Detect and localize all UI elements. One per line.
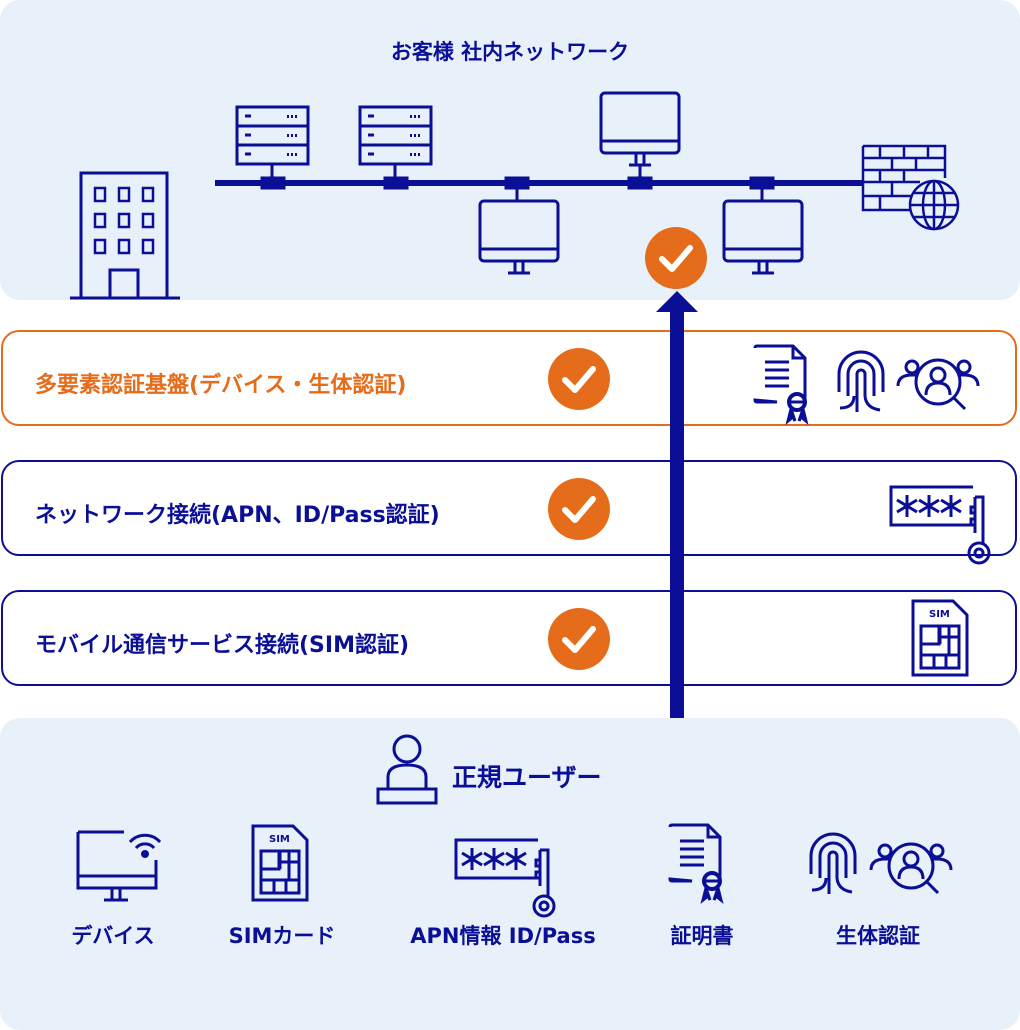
user-title: 正規ユーザー (452, 763, 602, 792)
people-search-icon (869, 842, 953, 895)
item-label: 生体認証 (836, 924, 920, 948)
network-title: お客様 社内ネットワーク (390, 40, 630, 64)
item-label: デバイス (71, 924, 155, 948)
check-icon (548, 348, 610, 410)
certificate-icon (753, 344, 808, 423)
monitor-icon (599, 91, 681, 190)
item-label: APN情報 ID/Pass (410, 924, 596, 948)
sim-text: SIM (269, 834, 290, 845)
firewall-icon (861, 144, 947, 212)
item-label: SIMカード (228, 924, 336, 948)
user-icon (376, 734, 438, 805)
password-key-icon (454, 838, 556, 918)
layer-network: ネットワーク接続(APN、ID/Pass認証) (1, 460, 1017, 556)
check-icon (548, 478, 610, 540)
item-label: 証明書 (670, 924, 734, 948)
certificate-icon (668, 823, 723, 902)
layer-label: モバイル通信サービス接続(SIM認証) (35, 633, 410, 658)
sim-text: SIM (929, 609, 950, 620)
monitor-icon (478, 176, 560, 275)
monitor-icon (722, 176, 804, 275)
user-panel (0, 718, 1020, 1030)
building-icon (70, 171, 180, 300)
layer-mobile: モバイル通信サービス接続(SIM認証) (1, 590, 1017, 686)
arrow-up (656, 291, 698, 718)
check-icon (548, 608, 610, 670)
password-key-icon (889, 485, 991, 565)
layer-label: 多要素認証基盤(デバイス・生体認証) (35, 373, 407, 398)
server-icon (358, 105, 433, 190)
layer-label: ネットワーク接続(APN、ID/Pass認証) (35, 503, 440, 528)
fingerprint-icon (837, 350, 885, 414)
fingerprint-icon (809, 832, 857, 896)
check-icon (645, 227, 707, 289)
globe-icon (908, 179, 960, 231)
device-wifi-icon (76, 830, 162, 902)
people-search-icon (896, 358, 980, 411)
server-icon (235, 105, 310, 190)
